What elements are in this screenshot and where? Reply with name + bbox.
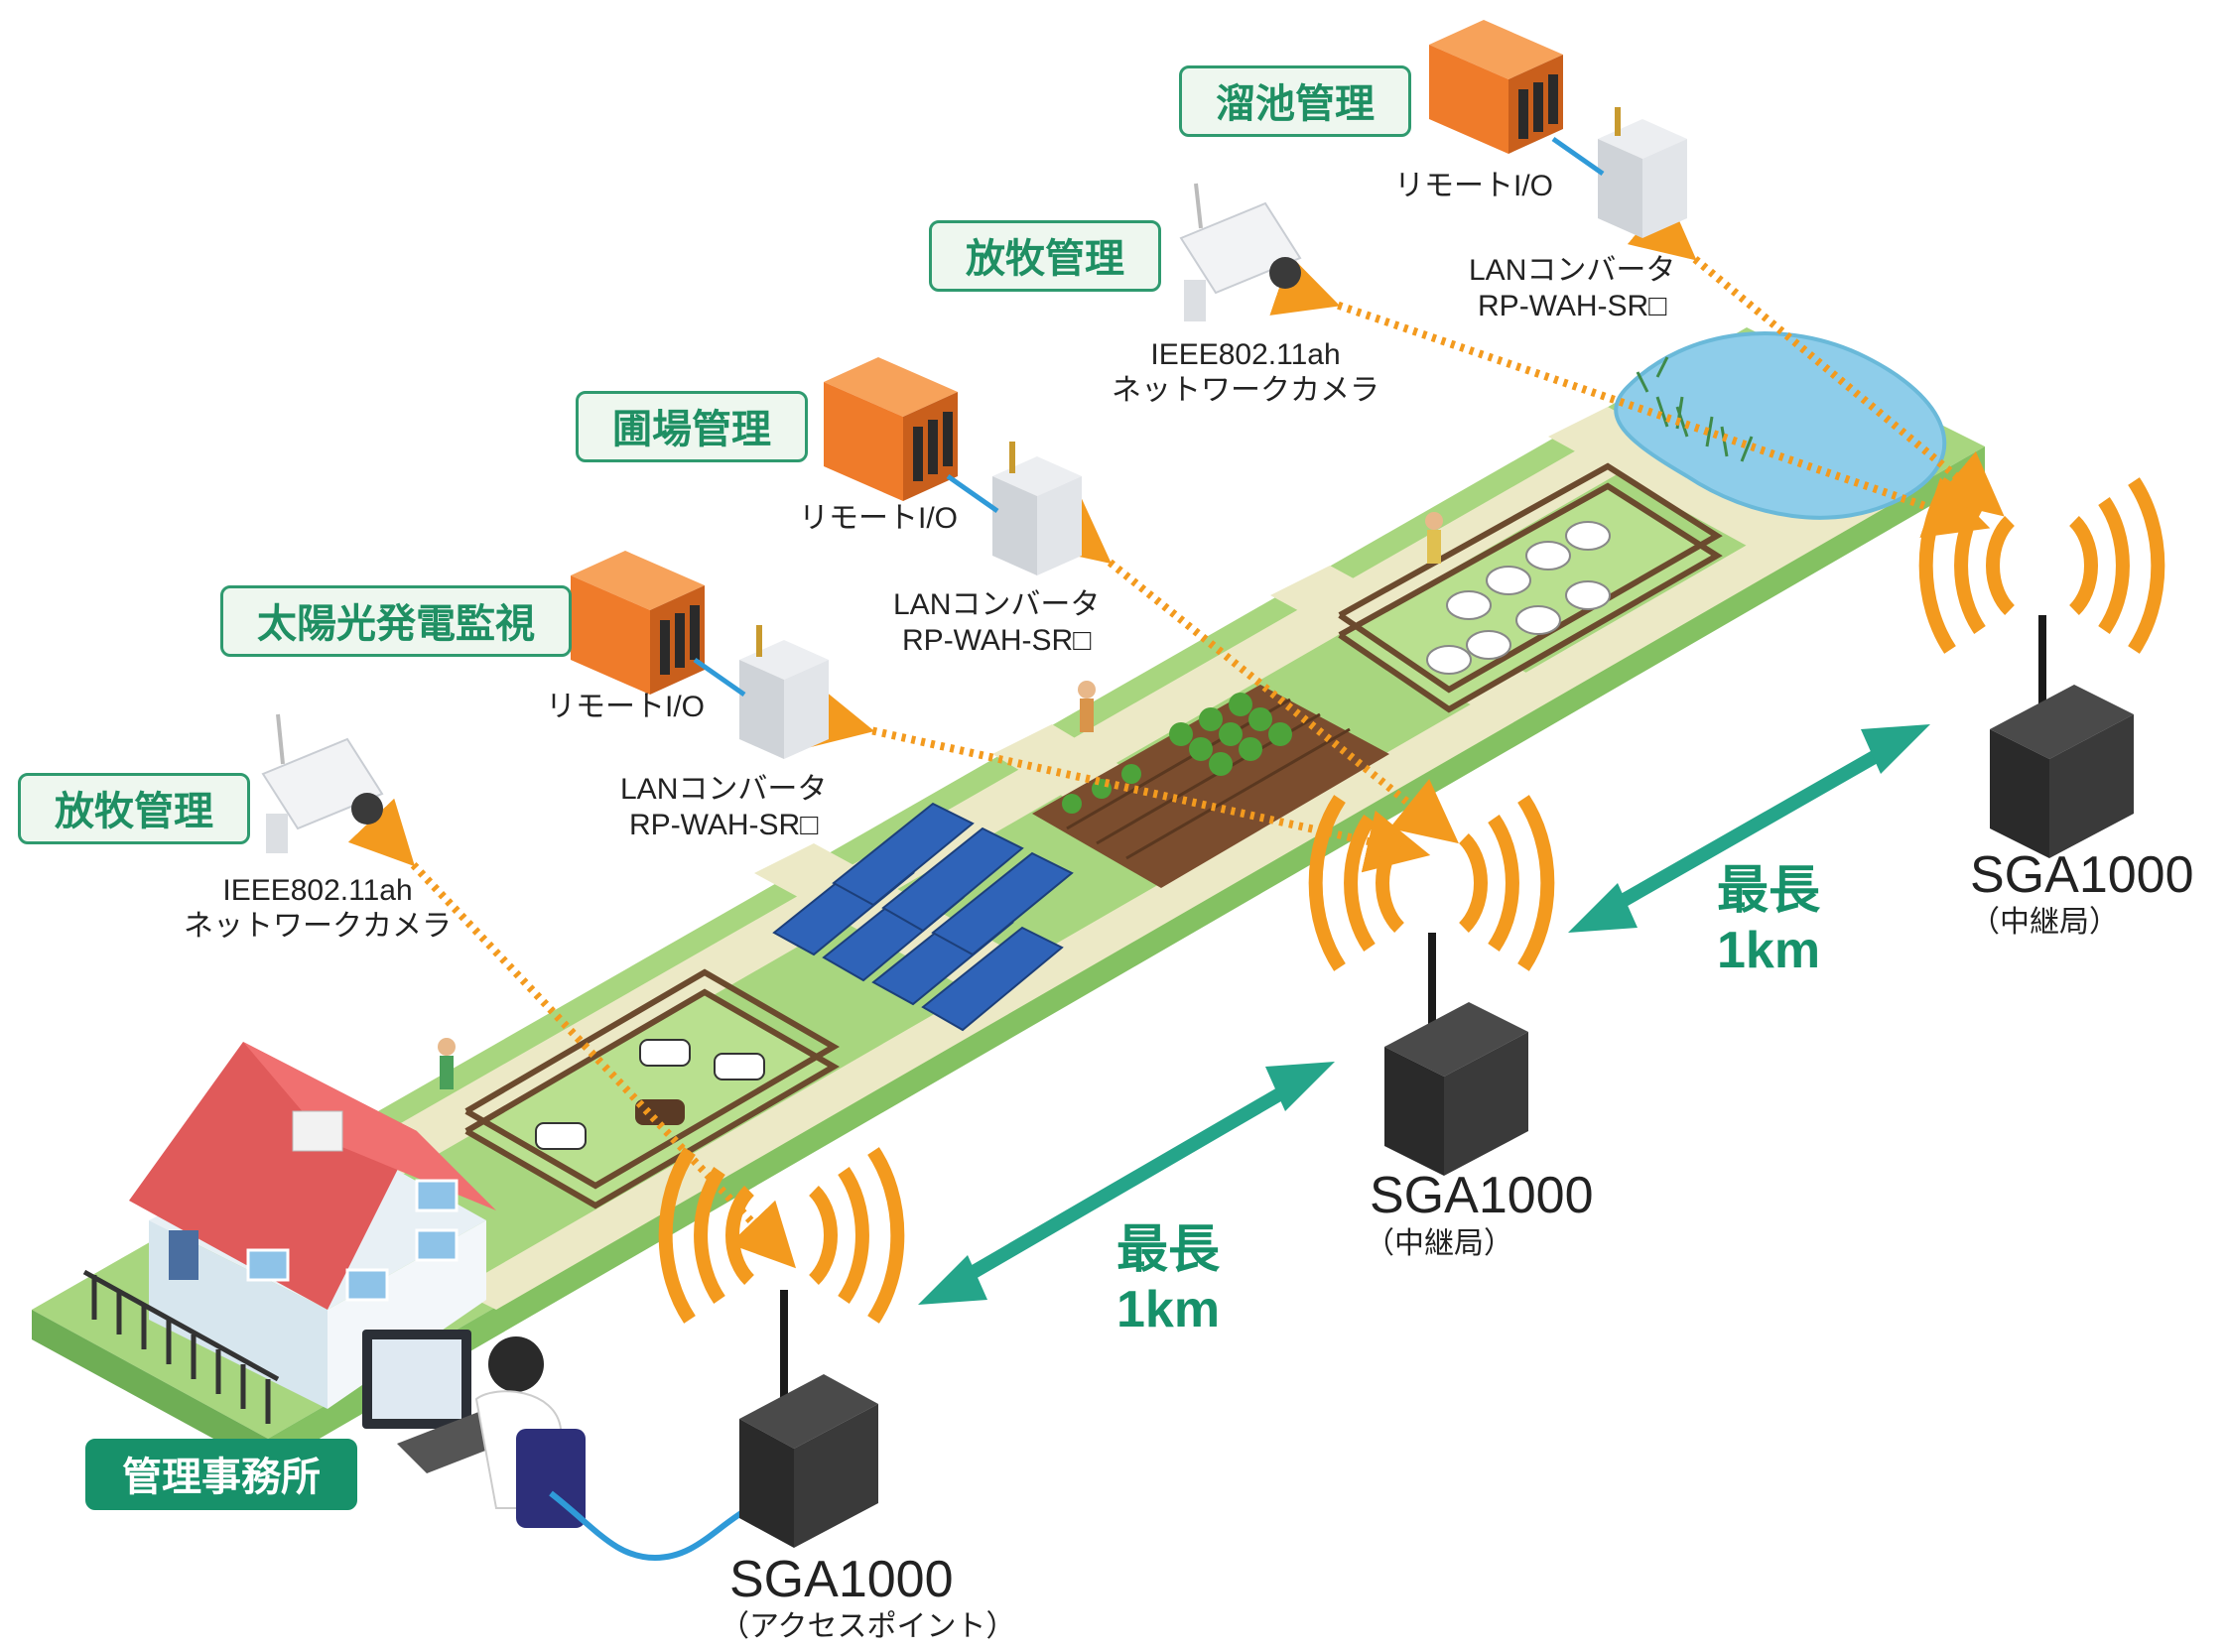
lan-converter-solar-icon	[739, 625, 829, 759]
label-camera-upper: IEEE802.11ah ネットワークカメラ	[1112, 337, 1379, 409]
label-distance-lower-value: 1km	[1116, 1281, 1221, 1338]
tag-field: 圃場管理	[576, 391, 808, 462]
label-remote-io-solar: リモートI/O	[546, 691, 706, 723]
tag-office: 管理事務所	[85, 1439, 357, 1510]
signal-waves-relay-mid	[1308, 795, 1555, 971]
label-relay-upper-role: （中継局）	[1970, 906, 2119, 939]
label-lan-converter-field-model: RP-WAH-SR□	[902, 624, 1092, 657]
label-camera-lower-name: ネットワークカメラ	[184, 910, 452, 943]
label-relay-mid-role: （中継局）	[1365, 1227, 1513, 1260]
office-operator	[362, 1330, 586, 1528]
signal-waves-relay-upper	[1918, 477, 2165, 654]
label-distance-upper-text: 最長	[1717, 862, 1821, 920]
label-lan-converter-field-name: LANコンバータ	[893, 588, 1101, 621]
lan-cable	[549, 1490, 751, 1562]
label-camera-upper-name: ネットワークカメラ	[1112, 374, 1379, 407]
remote-io-field-icon	[824, 357, 958, 501]
label-lan-converter-solar-model: RP-WAH-SR□	[629, 809, 819, 841]
signal-waves-access-point	[658, 1147, 905, 1324]
label-remote-io-reservoir: リモートI/O	[1394, 170, 1554, 202]
label-remote-io-field: リモートI/O	[799, 502, 959, 535]
label-distance-upper-value: 1km	[1717, 922, 1821, 979]
label-access-point-role: （アクセスポイント）	[720, 1610, 1016, 1643]
label-camera-lower: IEEE802.11ah ネットワークカメラ	[184, 873, 452, 945]
sga1000-relay-mid-device	[1384, 933, 1528, 1176]
remote-io-reservoir-icon	[1429, 20, 1563, 154]
label-camera-lower-std: IEEE802.11ah	[222, 874, 413, 907]
lan-converter-field-icon	[992, 442, 1082, 575]
label-lan-converter-reservoir-model: RP-WAH-SR□	[1478, 290, 1667, 322]
tag-grazing-upper: 放牧管理	[929, 220, 1161, 292]
distance-arrow-upper	[1568, 724, 1930, 933]
cable-field	[946, 473, 999, 514]
distance-arrow-lower	[918, 1062, 1335, 1305]
label-distance-upper: 最長 1km	[1717, 861, 1820, 980]
label-lan-converter-solar: LANコンバータ RP-WAH-SR□	[620, 772, 827, 843]
tag-grazing-lower: 放牧管理	[18, 773, 250, 844]
sga1000-access-point-device	[739, 1290, 878, 1548]
tag-reservoir: 溜池管理	[1179, 65, 1411, 137]
label-sga1000-relay-upper: SGA1000	[1970, 846, 2194, 904]
label-lan-converter-field: LANコンバータ RP-WAH-SR□	[893, 587, 1100, 659]
lan-converter-reservoir-icon	[1598, 107, 1687, 238]
label-camera-upper-std: IEEE802.11ah	[1150, 338, 1341, 371]
label-lan-converter-reservoir-name: LANコンバータ	[1469, 254, 1676, 287]
remote-io-solar-icon	[571, 551, 705, 695]
cable-reservoir	[1551, 136, 1605, 177]
network-camera-upper-icon	[1179, 183, 1302, 321]
wireless-links	[347, 194, 2005, 1269]
tag-solar: 太陽光発電監視	[220, 585, 572, 657]
solar-array	[772, 802, 1074, 1032]
label-distance-lower: 最長 1km	[1116, 1220, 1220, 1339]
label-lan-converter-solar-name: LANコンバータ	[620, 773, 828, 806]
network-camera-lower-icon	[261, 713, 384, 853]
label-sga1000-access-point: SGA1000	[729, 1551, 954, 1608]
label-distance-lower-text: 最長	[1116, 1221, 1221, 1279]
label-sga1000-relay-mid: SGA1000	[1370, 1167, 1594, 1224]
cable-solar	[693, 657, 746, 698]
sga1000-relay-upper-device	[1990, 615, 2134, 858]
label-lan-converter-reservoir: LANコンバータ RP-WAH-SR□	[1469, 253, 1675, 324]
